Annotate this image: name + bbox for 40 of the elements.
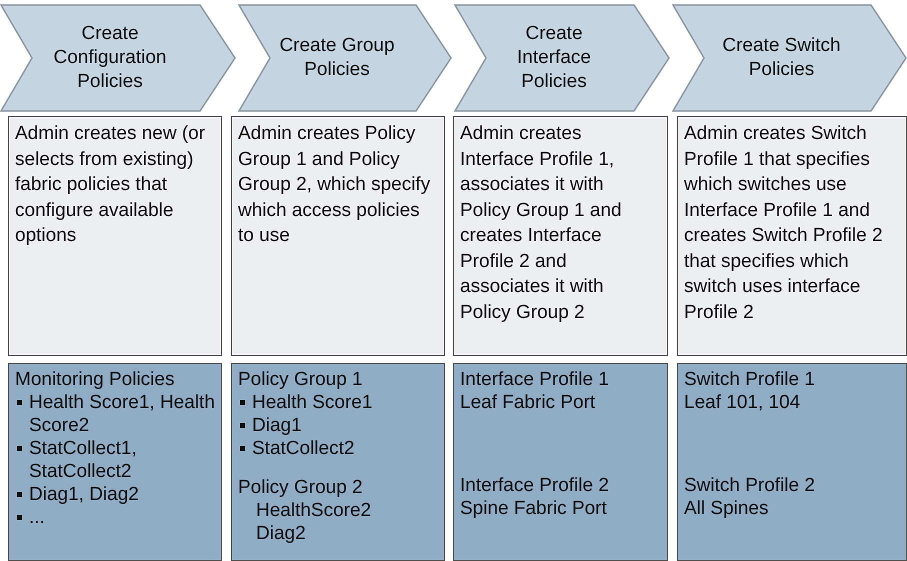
list-item: Diag1 — [252, 414, 302, 437]
panel-text: Interface Profile 2 — [460, 474, 610, 497]
description-panel — [8, 116, 222, 356]
description-panel — [231, 116, 445, 356]
details-panel — [231, 363, 445, 561]
description-panel — [453, 116, 668, 356]
description-panel — [677, 116, 907, 356]
step-title: Create Interface Policies — [516, 22, 592, 94]
list-item: Health Score1 — [252, 391, 372, 414]
list-item: Diag1, Diag2 — [29, 483, 139, 506]
list-item: StatCollect1, StatCollect2 — [29, 437, 138, 483]
step-header — [454, 4, 670, 112]
panel-text: Interface Profile 1 — [460, 368, 610, 391]
step-header — [0, 4, 236, 112]
step-header — [672, 4, 907, 112]
panel-text: All Spines — [684, 497, 770, 520]
details-panel — [8, 363, 222, 561]
step-title: Create Configuration Policies — [52, 22, 168, 94]
details-panel — [677, 363, 907, 561]
description-text: Admin creates Policy Group 1 and Policy Group 2, which specify which access policies to use — [238, 122, 432, 248]
details-panel — [453, 363, 668, 561]
panel-text: Leaf 101, 104 — [684, 391, 802, 414]
panel-text: Monitoring Policies — [15, 368, 176, 391]
list-item: ... — [29, 506, 45, 529]
list-item: HealthScore2 — [255, 499, 372, 522]
description-text: Admin creates new (or selects from existing) fabric policies that configure available options — [15, 122, 206, 248]
list-item: Diag2 — [255, 522, 307, 545]
panel-text: Switch Profile 2 — [684, 474, 816, 497]
step-title: Create Group Policies — [278, 34, 396, 82]
list-item: StatCollect2 — [252, 437, 354, 460]
panel-text: Leaf Fabric Port — [460, 391, 596, 414]
step-header — [238, 4, 452, 112]
panel-text: Policy Group 1 — [238, 368, 364, 391]
list-item: Health Score1, Health Score2 — [29, 391, 215, 437]
panel-text: Policy Group 2 — [238, 476, 364, 499]
description-text: Admin creates Interface Profile 1, associates it with Policy Group 1 and creates Interface Profile 2 and associates it with Policy Group 2 — [460, 122, 623, 324]
description-text: Admin creates Switch Profile 1 that specifies which switches use Interface Profile 1 and creates Switch Profile 2 that specifies which switch uses interface Profile 2 — [684, 122, 884, 324]
panel-text: Spine Fabric Port — [460, 497, 608, 520]
step-title: Create Switch Policies — [721, 34, 842, 82]
panel-text: Switch Profile 1 — [684, 368, 816, 391]
